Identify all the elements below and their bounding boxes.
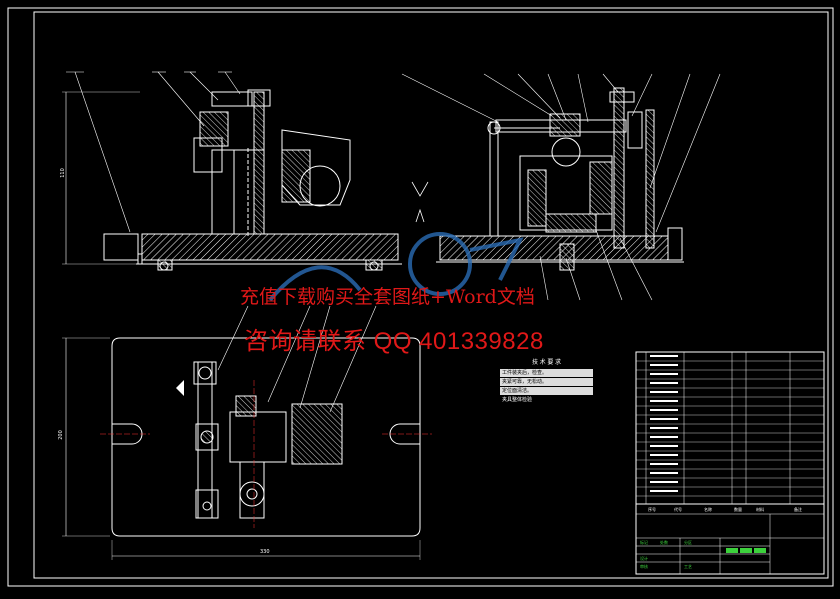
inner-frame [33,11,829,579]
tb-green-label: 分区 [684,540,692,545]
tech-line: 工件装夹后，检查。 [500,369,593,377]
bom-cell-text [650,409,678,411]
bom-cell-text [650,364,678,366]
tb-green-label: 标记 [640,540,648,545]
front-height-dim: 110 [59,168,66,178]
bill-of-materials [635,351,825,505]
bom-cell-text [650,400,678,402]
bom-cell-text [650,472,678,474]
tb-label: 代号 [674,507,682,512]
watermark-logo [268,232,524,302]
plan-view [62,305,432,560]
outer-frame [7,7,834,587]
tb-label: 材料 [756,507,764,512]
bom-cell-text [650,382,678,384]
watermark-line-2: 咨询请联系 QQ 401339828 [244,328,544,355]
bom-cell-text [650,436,678,438]
plan-height-dim: 200 [57,430,64,440]
bom-cell-text [650,418,678,420]
bom-cell-text [650,463,678,465]
bom-cell-text [650,445,678,447]
tb-green-label: 设计 [640,556,648,561]
tb-label: 备注 [794,507,802,512]
tb-label: 名称 [704,507,712,512]
tb-label: 序号 [648,507,656,512]
watermark-line-1: 充值下载购买全套图纸+Word文档 [240,286,535,308]
plan-width-dim: 330 [260,549,270,555]
bom-cell-text [650,355,678,357]
front-view-left [62,71,429,271]
tech-line: 夹紧可靠，无松动。 [500,378,593,386]
side-view-right [401,73,721,301]
bom-cell-text [650,481,678,483]
tech-line: 夹具整体检验 [502,397,533,403]
tb-green-label: 处数 [660,540,668,545]
bom-cell-text [650,490,678,492]
tech-line: 定位面清洁。 [500,387,593,395]
tech-title: 技 术 要 求 [531,360,561,366]
bom-cell-text [650,454,678,456]
title-block [635,503,825,575]
bom-cell-text [650,427,678,429]
bom-cell-text [650,391,678,393]
technical-requirements: 技 术 要 求 工件装夹后，检查。 夹紧可靠，无松动。 定位面清洁。 夹具整体检… [500,360,593,405]
tb-green-label: 工艺 [684,564,692,569]
tb-green-label: 审核 [640,564,648,569]
tb-label: 数量 [734,507,742,512]
bom-cell-text [650,373,678,375]
